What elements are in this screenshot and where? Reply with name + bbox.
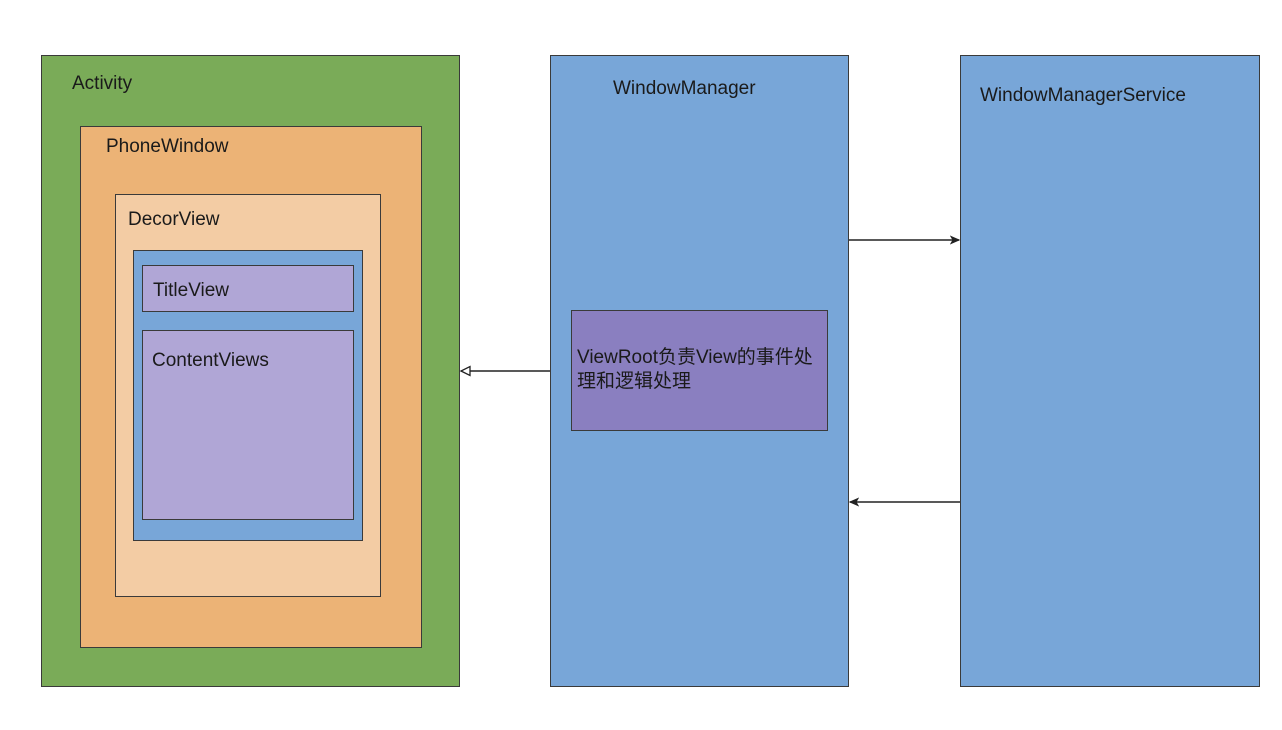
viewroot-box: ViewRoot负责View的事件处理和逻辑处理 <box>571 310 828 431</box>
decor-view-label: DecorView <box>128 209 220 230</box>
title-view-box: TitleView <box>142 265 354 312</box>
content-views-label: ContentViews <box>152 350 269 371</box>
activity-label: Activity <box>72 73 133 94</box>
window-manager-service-label: WindowManagerService <box>980 85 1186 106</box>
content-views-box: ContentViews <box>142 330 354 520</box>
window-manager-label: WindowManager <box>613 78 756 99</box>
window-manager-service-box: WindowManagerService <box>960 55 1260 687</box>
title-view-label: TitleView <box>153 280 230 301</box>
viewroot-label: ViewRoot负责View的事件处理和逻辑处理 <box>577 347 813 392</box>
phone-window-label: PhoneWindow <box>106 136 229 157</box>
